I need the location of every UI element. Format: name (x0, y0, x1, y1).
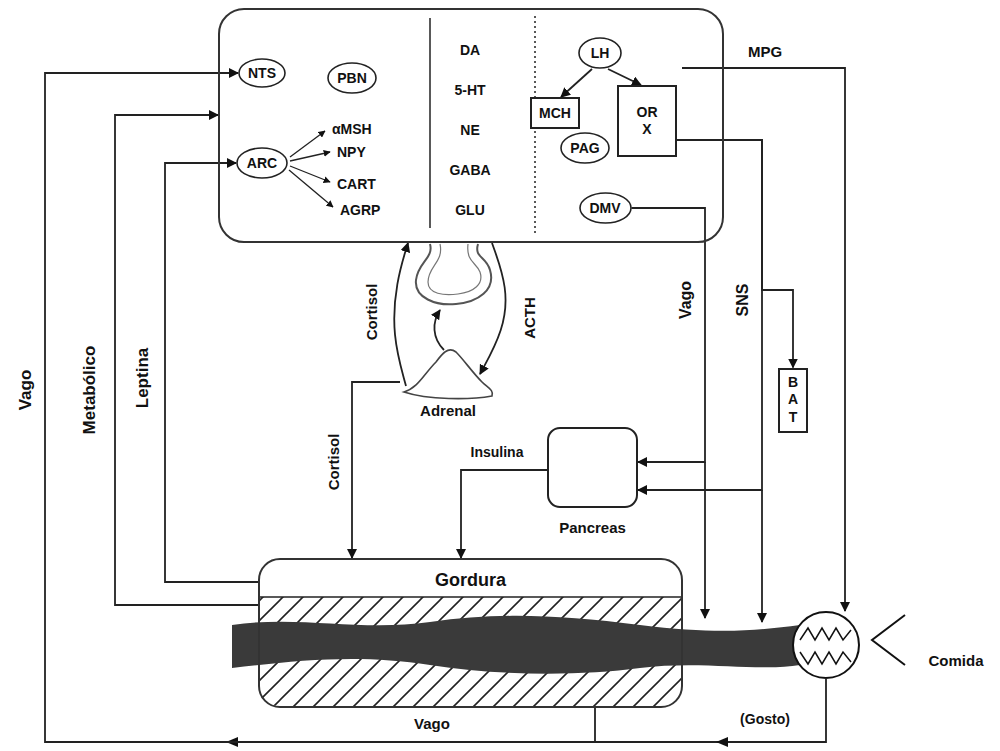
divider-line (429, 18, 431, 228)
peptide-label: NPY (335, 144, 368, 160)
vagus-trunk (704, 462, 706, 618)
pancreas-outline (548, 428, 637, 507)
pathway-label: Vago (412, 715, 452, 732)
adrenal-outline (400, 342, 496, 400)
connector (561, 69, 592, 97)
input-label: Comida (926, 652, 985, 669)
connector (461, 470, 547, 558)
ellipse-outline (237, 148, 287, 178)
nucleus-label: NTS (248, 65, 276, 82)
connector (45, 73, 595, 742)
transmitter-label: GLU (425, 190, 515, 230)
connector (608, 69, 641, 85)
food-bracket (872, 615, 905, 665)
nucleus-ellipse: LH (578, 37, 622, 69)
connector (677, 140, 793, 368)
nucleus-ellipse: PAG (560, 132, 610, 164)
tissue-label: Gordura (435, 570, 506, 592)
transmitter-label: GABA (425, 150, 515, 190)
ellipse-outline (579, 38, 621, 68)
connector (638, 140, 762, 490)
ellipse-outline (239, 59, 285, 87)
tissue-box: B A T (778, 368, 808, 433)
stomach-folds (800, 652, 851, 664)
connector (352, 382, 400, 558)
leader-arrow (289, 170, 333, 207)
transmitter-label: 5-HT (425, 70, 515, 110)
pathway-label: MPG (746, 43, 784, 60)
pathway-label: ACTH (521, 295, 538, 341)
stomach (793, 612, 859, 678)
feedback-arc (434, 310, 444, 350)
pancreas-organ: Pancreas (547, 427, 638, 537)
fat-line (259, 596, 682, 598)
connector (115, 115, 258, 605)
pituitary-gland (416, 244, 491, 304)
pathway-label: (Gosto) (738, 711, 792, 727)
fat-tissue-box: Gordura (258, 558, 683, 708)
nucleus-label: ARC (247, 155, 277, 172)
pathway-label: Cortisol (325, 432, 342, 493)
nucleus-ellipse: ARC (236, 147, 288, 179)
nucleus-box: MCH (530, 97, 580, 129)
nucleus-ellipse: PBN (327, 62, 377, 94)
nucleus-label: MCH (539, 105, 571, 122)
leader-arrow (290, 131, 325, 157)
adrenal-outline (404, 350, 492, 399)
connector (480, 243, 506, 374)
mpg-line (682, 68, 845, 611)
pathway-label: Leptina (133, 346, 153, 410)
connector (165, 163, 258, 582)
ellipse-outline (561, 133, 609, 163)
ellipse-outline (328, 63, 376, 93)
pathway-label: SNS (734, 282, 752, 319)
pathway-label: Cortisol (363, 282, 380, 343)
peptide-label: AGRP (338, 202, 382, 218)
transmitter-column: DA5-HTNEGABAGLU (425, 30, 515, 230)
nucleus-label: PBN (337, 70, 367, 87)
gut-band (232, 616, 800, 674)
peptide-label: CART (335, 176, 378, 192)
pathway-label: Metabólico (80, 344, 100, 437)
pathway-label: Insulina (469, 444, 526, 460)
connector (394, 243, 408, 386)
stomach-folds (800, 628, 851, 640)
nucleus-label: OR X (633, 104, 661, 138)
leader-arrow (290, 166, 330, 182)
organ-label: Adrenal (420, 402, 476, 420)
tissue-label: B A T (787, 374, 799, 427)
nucleus-ellipse: DMV (579, 192, 632, 224)
pathway-label: Vago (16, 368, 36, 413)
organ-label: Pancreas (559, 519, 626, 537)
transmitter-label: DA (425, 30, 515, 70)
brain-region: NTS PBN ARC LH MCH OR X PAG DMV DA5-HTNEGABAGLU (218, 8, 724, 243)
taste-line (595, 678, 826, 742)
sns-trunk (761, 490, 763, 622)
pancreas-outline (547, 427, 638, 509)
leader-arrow (290, 152, 330, 161)
adrenal-gland: Adrenal (400, 342, 496, 420)
peptide-label: αMSH (330, 121, 374, 137)
transmitter-label: NE (425, 110, 515, 150)
nucleus-label: PAG (570, 140, 599, 157)
pathway-label: Vago (677, 279, 695, 321)
arrowhead (716, 737, 728, 747)
pituitary-inner (428, 244, 481, 295)
nucleus-label: LH (591, 45, 610, 62)
ellipse-outline (580, 193, 631, 223)
nucleus-ellipse: NTS (238, 58, 286, 88)
nucleus-label: DMV (589, 200, 620, 217)
connector (632, 208, 706, 462)
nucleus-box: OR X (617, 85, 677, 157)
